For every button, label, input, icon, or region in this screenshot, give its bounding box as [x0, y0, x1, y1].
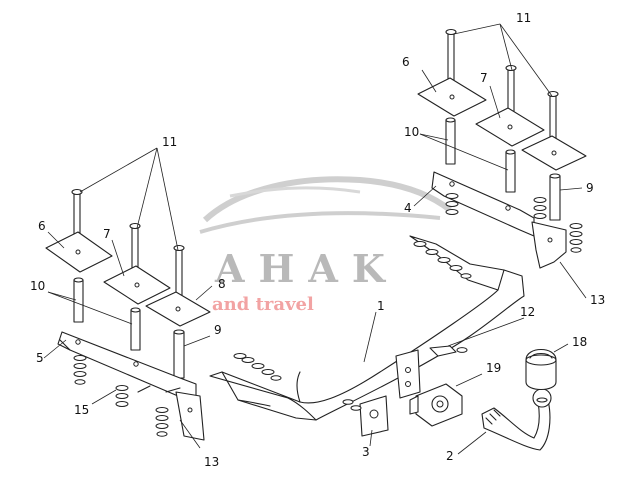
electric-socket-19	[409, 383, 463, 427]
callout-15: 15	[74, 403, 89, 417]
right-nut-stack-9	[533, 197, 547, 219]
left-mounting-assembly	[45, 188, 211, 441]
callout-6-right: 6	[402, 55, 410, 69]
right-spacer-9	[549, 173, 561, 221]
callout-11-right: 11	[516, 11, 531, 25]
callout-7-left: 7	[103, 227, 111, 241]
callout-8: 8	[218, 277, 226, 291]
callout-7-right: 7	[480, 71, 488, 85]
callout-5: 5	[36, 351, 44, 365]
crossbar-beam	[209, 235, 525, 421]
left-spacer-10a	[73, 277, 84, 323]
right-bracket-4	[431, 171, 535, 237]
callout-9-right: 9	[586, 181, 594, 195]
callout-9-left: 9	[214, 323, 222, 337]
beam-nut-stack-right	[413, 241, 472, 279]
right-nut-stack-13	[569, 223, 583, 253]
callout-labels: 11 6 7 8 10 9 5 15 13 11 6 7 10 9 4 13 1…	[30, 11, 605, 469]
right-spacer-10a	[445, 117, 456, 165]
watermark-brand: AHAK	[214, 246, 399, 291]
right-mounting-assembly	[417, 28, 587, 269]
callout-12: 12	[520, 305, 535, 319]
callout-11-left: 11	[162, 135, 177, 149]
callout-13-right: 13	[590, 293, 605, 307]
watermark: AHAK and travel	[199, 176, 452, 315]
watermark-tagline: and travel	[212, 294, 314, 315]
right-nut-stack-4	[445, 193, 459, 215]
watermark-car-roof	[202, 176, 452, 223]
hitch-plate	[395, 349, 421, 399]
left-nut-stack-5	[73, 355, 87, 385]
watermark-car-window	[229, 186, 361, 198]
callout-3: 3	[362, 445, 370, 459]
main-crossbar	[209, 235, 525, 421]
callout-10-right: 10	[404, 125, 419, 139]
callout-13-left: 13	[204, 455, 219, 469]
right-bracket-13	[531, 221, 567, 269]
watermark-car-body	[199, 211, 441, 234]
callout-2: 2	[446, 449, 454, 463]
socket-plate-3	[342, 395, 389, 437]
tow-ball-neck-2	[481, 388, 552, 451]
callout-6-left: 6	[38, 219, 46, 233]
callout-4: 4	[404, 201, 412, 215]
left-bracket-13	[175, 391, 205, 441]
callout-18: 18	[572, 335, 587, 349]
left-nut-stack-13	[155, 407, 169, 437]
left-spacer-10b	[130, 307, 141, 351]
right-bolt-1	[445, 28, 457, 85]
ball-cover-18	[525, 348, 557, 391]
callout-10-left: 10	[30, 279, 45, 293]
leader-lines	[43, 23, 587, 455]
beam-nut-stack-left	[233, 353, 282, 381]
left-nut-stack-15	[115, 385, 129, 407]
left-bolt-1	[71, 188, 83, 243]
callout-19: 19	[486, 361, 501, 375]
right-spacer-10b	[505, 149, 516, 193]
callout-1: 1	[377, 299, 385, 313]
hitch-mount	[395, 345, 468, 399]
left-spacer-9	[173, 329, 185, 379]
